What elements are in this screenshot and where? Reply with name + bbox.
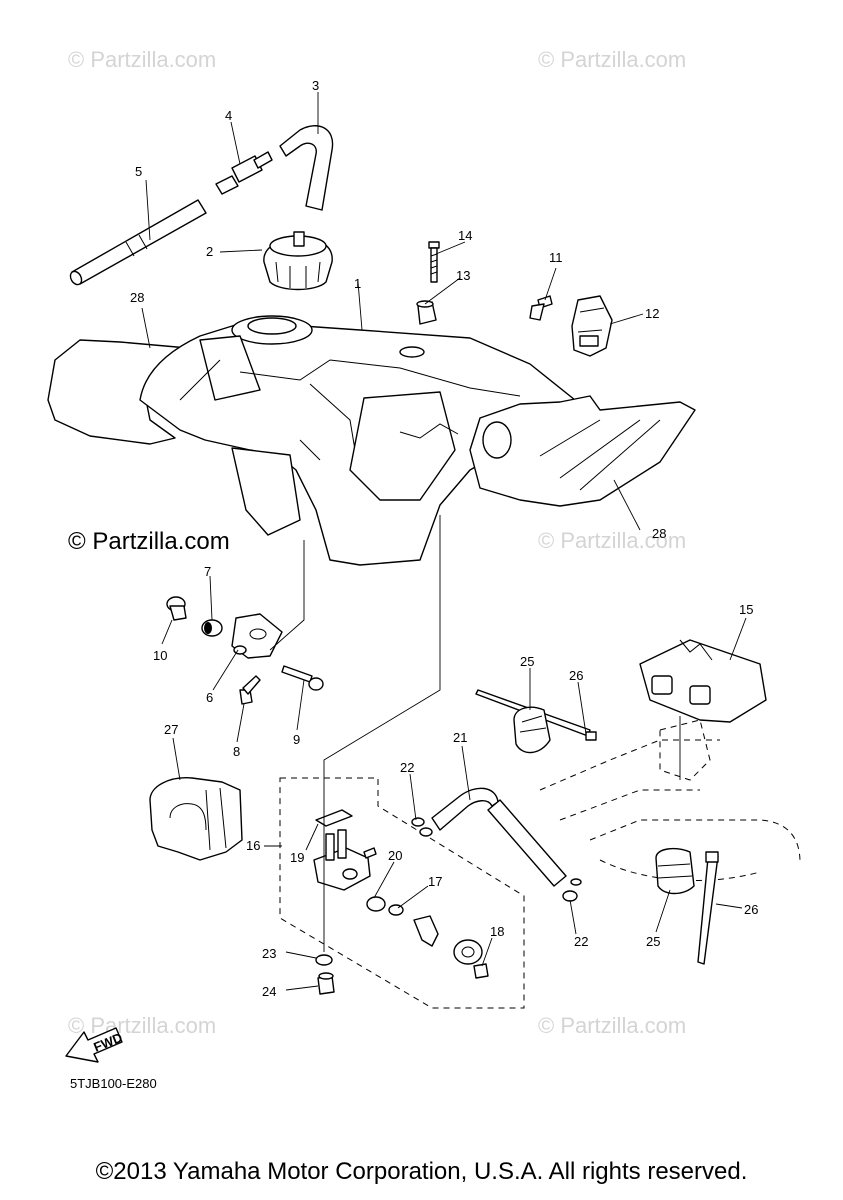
part-1-fuel-tank[interactable] bbox=[139, 315, 586, 566]
watermark-bottom-right: © Partzilla.com bbox=[538, 1013, 687, 1038]
callout-6: 6 bbox=[206, 690, 213, 705]
callout-11: 11 bbox=[549, 250, 563, 265]
callout-25-lower: 25 bbox=[646, 934, 660, 949]
part-25-grommet-lower[interactable] bbox=[655, 847, 695, 895]
part-14-bolt[interactable] bbox=[428, 241, 440, 283]
part-17-o-ring[interactable] bbox=[388, 904, 404, 916]
callout-23: 23 bbox=[262, 946, 276, 961]
callout-24: 24 bbox=[262, 984, 276, 999]
callout-17: 17 bbox=[428, 874, 442, 889]
part-4-fitting[interactable] bbox=[215, 151, 273, 195]
callout-27: 27 bbox=[164, 722, 178, 737]
callout-20: 20 bbox=[388, 848, 402, 863]
part-9-bolt[interactable] bbox=[281, 665, 324, 691]
callout-8: 8 bbox=[233, 744, 240, 759]
callout-18: 18 bbox=[490, 924, 504, 939]
part-25-grommet-upper[interactable] bbox=[513, 706, 551, 754]
callout-28-left: 28 bbox=[130, 290, 144, 305]
part-16-fuel-cock-assembly[interactable] bbox=[279, 777, 525, 1009]
callout-22-upper: 22 bbox=[400, 760, 414, 775]
callout-21: 21 bbox=[453, 730, 467, 745]
callout-28-right: 28 bbox=[652, 526, 666, 541]
part-23-gasket[interactable] bbox=[315, 954, 333, 966]
part-10-bolt[interactable] bbox=[166, 596, 187, 621]
part-7-collar[interactable] bbox=[201, 619, 223, 637]
part-21-fuel-hose[interactable] bbox=[431, 787, 567, 887]
callout-19: 19 bbox=[290, 850, 304, 865]
watermark-top-left: © Partzilla.com bbox=[68, 47, 217, 72]
callout-15: 15 bbox=[739, 602, 753, 617]
part-11-bolt[interactable] bbox=[529, 295, 553, 321]
diagram-code: 5TJB100-E280 bbox=[70, 1076, 157, 1091]
fwd-arrow-icon: FWD bbox=[65, 1027, 125, 1063]
callout-9: 9 bbox=[293, 732, 300, 747]
callout-16: 16 bbox=[246, 838, 260, 853]
part-3-breather-pipe[interactable] bbox=[279, 125, 334, 211]
callout-26-lower: 26 bbox=[744, 902, 758, 917]
frame-outline bbox=[539, 719, 801, 881]
callout-13: 13 bbox=[456, 268, 470, 283]
watermark-mid-right: © Partzilla.com bbox=[538, 528, 687, 553]
callout-26-upper: 26 bbox=[569, 668, 583, 683]
part-20-washer[interactable] bbox=[366, 896, 386, 912]
callout-2: 2 bbox=[206, 244, 213, 259]
callout-5: 5 bbox=[135, 164, 142, 179]
callout-10: 10 bbox=[153, 648, 167, 663]
part-15-bracket[interactable] bbox=[639, 639, 767, 723]
callout-7: 7 bbox=[204, 564, 211, 579]
watermark-mid-left: © Partzilla.com bbox=[68, 528, 230, 555]
part-19-lever[interactable] bbox=[315, 809, 353, 827]
part-5-hose[interactable] bbox=[68, 199, 207, 287]
part-22-clip-upper[interactable] bbox=[411, 817, 433, 837]
part-18-plate[interactable] bbox=[453, 939, 483, 965]
callout-labels: 3 4 5 2 28 1 14 13 11 12 28 7 10 6 8 9 1… bbox=[130, 78, 758, 999]
watermark-top-right: © Partzilla.com bbox=[538, 47, 687, 72]
part-28-left-cover[interactable] bbox=[47, 339, 189, 445]
callout-22-lower: 22 bbox=[574, 934, 588, 949]
part-18-screw[interactable] bbox=[473, 963, 489, 979]
knob[interactable] bbox=[413, 915, 439, 947]
callout-25-upper: 25 bbox=[520, 654, 534, 669]
part-12-clip[interactable] bbox=[571, 295, 613, 357]
callout-12: 12 bbox=[645, 306, 659, 321]
part-8-bolt[interactable] bbox=[239, 675, 261, 705]
watermark-bottom-left: © Partzilla.com bbox=[68, 1013, 217, 1038]
part-27-protector[interactable] bbox=[149, 777, 243, 861]
part-24-bolt[interactable] bbox=[317, 972, 335, 995]
leader-lines bbox=[141, 92, 747, 991]
part-2-fuel-cap[interactable] bbox=[263, 231, 333, 291]
callout-4: 4 bbox=[225, 108, 232, 123]
callout-3: 3 bbox=[312, 78, 319, 93]
part-6-bracket[interactable] bbox=[231, 613, 283, 659]
part-26-band-lower[interactable] bbox=[697, 851, 719, 965]
svg-text:FWD: FWD bbox=[91, 1030, 124, 1055]
fuel-cock-body[interactable] bbox=[313, 829, 377, 891]
part-22-clip-lower[interactable] bbox=[562, 878, 582, 902]
part-13-damper[interactable] bbox=[416, 300, 437, 325]
callout-1: 1 bbox=[354, 276, 361, 291]
copyright-notice: ©2013 Yamaha Motor Corporation, U.S.A. A… bbox=[95, 1158, 748, 1185]
part-28-right-cover[interactable] bbox=[469, 395, 696, 507]
callout-14: 14 bbox=[458, 228, 472, 243]
